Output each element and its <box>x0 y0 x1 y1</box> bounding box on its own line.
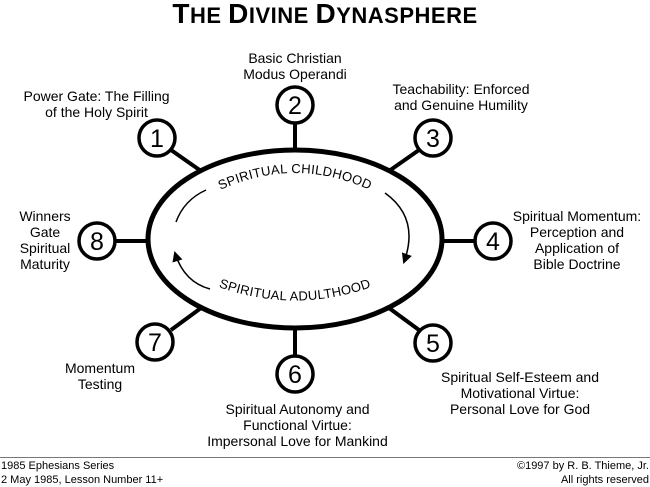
flow-arc-lower-left <box>172 250 211 290</box>
flow-arc-upper-left <box>175 189 207 223</box>
gate-circles: 1 2 3 4 5 6 7 8 <box>77 85 513 394</box>
gate-label-4: Spiritual Momentum: Perception and Appli… <box>512 208 642 272</box>
footer-series-info: 1985 Ephesians Series 2 May 1985, Lesson… <box>1 460 164 486</box>
gate-6: 6 <box>275 354 315 394</box>
gate-label-7: Momentum Testing <box>64 360 136 392</box>
gate-8: 8 <box>77 221 117 261</box>
connector-1 <box>169 148 203 173</box>
connector-5 <box>387 306 421 332</box>
gate-circle <box>275 354 315 394</box>
gate-number: 2 <box>288 92 302 120</box>
footer-copyright: ©1997 by R. B. Thieme, Jr. All rights re… <box>516 460 649 486</box>
gate-1: 1 <box>137 118 177 158</box>
gate-circle <box>413 323 453 363</box>
flow-arrows <box>172 189 412 290</box>
gate-7: 7 <box>135 322 175 362</box>
footer-divider <box>0 457 650 458</box>
gate-number: 5 <box>426 330 440 358</box>
gate-label-3: Teachability: Enforced and Genuine Humil… <box>392 81 530 113</box>
gate-label-1: Power Gate: The Filling of the Holy Spir… <box>23 88 170 120</box>
gate-5: 5 <box>413 323 453 363</box>
gate-2: 2 <box>275 85 315 125</box>
gate-3: 3 <box>413 118 453 158</box>
gate-label-2: Basic Christian Modus Operandi <box>243 50 347 82</box>
connector-3 <box>387 148 421 173</box>
gate-circle <box>137 118 177 158</box>
gate-label-6: Spiritual Autonomy and Functional Virtue… <box>207 401 388 449</box>
gate-number: 3 <box>426 125 440 153</box>
gate-number: 6 <box>288 361 302 389</box>
gate-circle <box>77 221 117 261</box>
gate-connectors <box>116 124 474 355</box>
gate-number: 4 <box>486 228 500 256</box>
gate-label-8: Winners Gate Spiritual Maturity <box>19 208 71 272</box>
gate-number: 7 <box>148 329 162 357</box>
connector-7 <box>169 306 203 332</box>
gate-label-5: Spiritual Self-Esteem and Motivational V… <box>441 369 599 417</box>
gate-number: 1 <box>150 125 164 153</box>
gate-circle <box>135 322 175 362</box>
dynasphere-ring <box>145 147 445 331</box>
diagram-title: THE DIVINE DYNASPHERE <box>172 0 478 29</box>
flow-arc-upper-right <box>384 192 412 264</box>
gate-number: 8 <box>90 228 104 256</box>
gate-4: 4 <box>473 221 513 261</box>
gate-circle <box>473 221 513 261</box>
gate-circle <box>413 118 453 158</box>
gate-circle <box>275 85 315 125</box>
